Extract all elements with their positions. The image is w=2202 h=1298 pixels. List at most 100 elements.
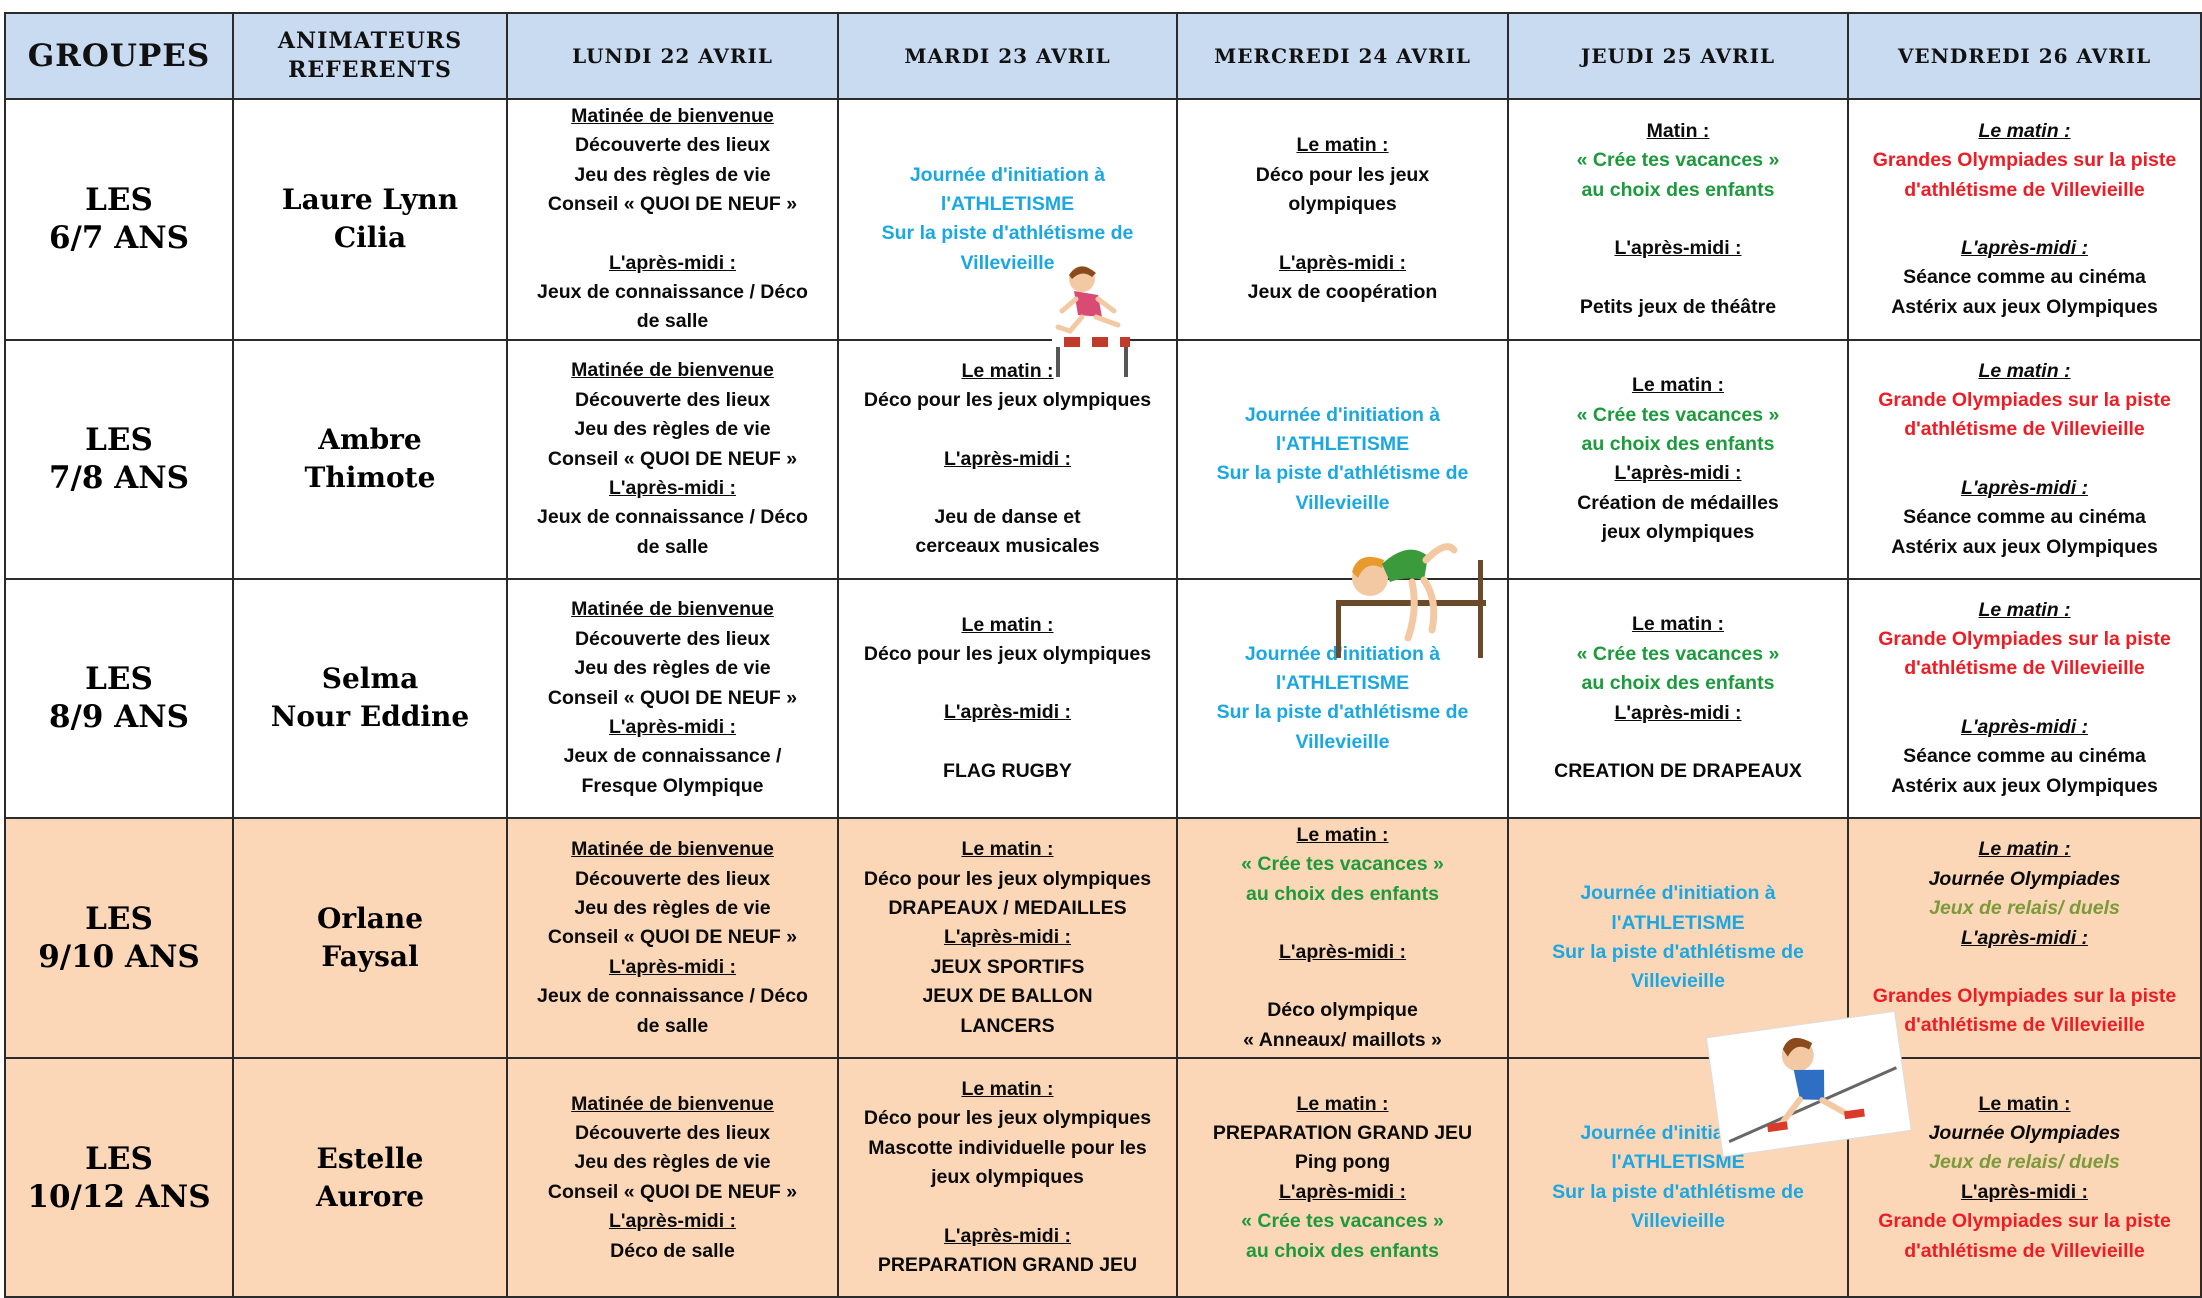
activity-line: [845, 416, 1170, 445]
activity-line: PREPARATION GRAND JEU: [1212, 1121, 1473, 1144]
animateur-name: Cilia: [333, 221, 407, 255]
activity-line: au choix des enfants: [1581, 178, 1775, 201]
activity-line: CREATION DE DRAPEAUX: [1554, 759, 1802, 782]
activity-line: au choix des enfants: [1581, 672, 1775, 695]
activity-line: JEUX SPORTIFS: [930, 955, 1085, 978]
group-label-line: 6/7 ANS: [48, 220, 190, 257]
activity-cell-jeudi: Le matin :« Crée tes vacances »au choix …: [1507, 577, 1849, 819]
group-label-line: LES: [85, 422, 153, 459]
activity-line: DRAPEAUX / MEDAILLES: [888, 896, 1127, 919]
activity-line: Journée Olympiades: [1928, 867, 2121, 890]
activity-line: cerceaux musicales: [915, 535, 1100, 558]
activity-line: [1184, 967, 1501, 996]
activity-line: jeux olympiques: [1601, 521, 1755, 544]
activity-line: Villevieille: [1295, 730, 1390, 753]
activity-line: l'ATHLETISME: [1611, 1151, 1745, 1174]
activity-line: Jeux de connaissance / Déco: [537, 985, 808, 1008]
activity-line: Le matin :: [1978, 598, 2071, 621]
activity-line: L'après-midi :: [608, 716, 737, 739]
activity-line: L'après-midi :: [1614, 701, 1742, 724]
activity-line: jeux olympiques: [931, 1166, 1084, 1189]
hurdler-girl-illustration: [1052, 266, 1130, 377]
header-day-vendredi: VENDREDI 26 AVRIL: [1847, 12, 2202, 100]
activity-line: L'après-midi :: [1278, 1180, 1407, 1203]
activity-line: Découverte des lieux: [574, 867, 771, 890]
activity-line: Déco pour les jeux olympiques: [863, 389, 1152, 412]
activity-line: L'après-midi :: [943, 1224, 1072, 1247]
activity-line: Grandes Olympiades sur la piste: [1872, 149, 2177, 172]
activity-line: Le matin :: [1978, 1092, 2071, 1115]
activity-line: d'athlétisme de Villevieille: [1904, 657, 2145, 680]
animateur-name: Thimote: [304, 461, 436, 495]
pole-vaulter-illustration: [1705, 1010, 1912, 1158]
activity-line: Déco pour les jeux olympiques: [863, 642, 1152, 665]
header-row: GROUPES ANIMATEURS REFERENTS LUNDI 22 AV…: [4, 12, 2202, 100]
activity-line: Jeux de connaissance /: [563, 745, 782, 768]
animateur-name: Aurore: [315, 1179, 425, 1213]
activity-line: Création de médailles: [1577, 491, 1779, 514]
activity-line: Jeux de connaissance / Déco: [537, 281, 808, 304]
group-label-line: 9/10 ANS: [38, 939, 200, 976]
activity-line: Journée d'initiation à: [909, 163, 1106, 186]
activity-cell-jeudi: Matin :« Crée tes vacances »au choix des…: [1507, 98, 1849, 341]
activity-line: Jeu des règles de vie: [574, 1151, 771, 1174]
activity-line: l'ATHLETISME: [1275, 671, 1410, 694]
activity-line: Jeux de coopération: [1247, 281, 1438, 304]
activity-line: Le matin :: [1978, 838, 2071, 861]
activity-line: Matinée de bienvenue: [571, 838, 774, 861]
activity-line: au choix des enfants: [1581, 432, 1775, 455]
activity-line: [845, 474, 1170, 503]
activity-line: LANCERS: [960, 1014, 1055, 1037]
activity-line: Petits jeux de théâtre: [1579, 295, 1777, 318]
activity-line: au choix des enfants: [1246, 1239, 1439, 1262]
activity-line: Le matin :: [1978, 359, 2071, 382]
activity-line: [845, 669, 1170, 698]
activity-line: Sur la piste d'athlétisme de: [1552, 941, 1804, 964]
activity-line: Déco pour les jeux olympiques: [863, 867, 1152, 890]
animateur-name: Nour Eddine: [270, 700, 470, 734]
activity-line: Conseil « QUOI DE NEUF »: [547, 686, 798, 709]
planning-table: GROUPES ANIMATEURS REFERENTS LUNDI 22 AV…: [4, 12, 2202, 1298]
activity-line: Le matin :: [1978, 119, 2071, 142]
activity-line: Matinée de bienvenue: [571, 598, 774, 621]
activity-line: de salle: [636, 535, 709, 558]
activity-line: [1515, 264, 1841, 293]
activity-line: Le matin :: [961, 838, 1054, 861]
activity-line: L'après-midi :: [943, 926, 1072, 949]
animateur-name: Selma: [321, 662, 419, 696]
activity-line: Grande Olympiades sur la piste: [1878, 1210, 2171, 1233]
activity-line: [1855, 445, 2194, 474]
activity-line: L'après-midi :: [1278, 251, 1407, 274]
activity-line: L'après-midi :: [1614, 462, 1742, 485]
group-label-line: LES: [85, 661, 153, 698]
activity-line: Découverte des lieux: [574, 627, 771, 650]
activity-line: L'après-midi :: [1960, 236, 2089, 259]
activity-line: [845, 1193, 1170, 1222]
activity-cell-vendredi: Le matin :Grande Olympiades sur la piste…: [1847, 338, 2202, 580]
group-label-line: LES: [85, 182, 153, 219]
activity-line: Jeu des règles de vie: [574, 163, 771, 186]
activity-line: L'après-midi :: [943, 447, 1072, 470]
activity-cell-vendredi: Le matin : Grandes Olympiades sur la pist…: [1847, 98, 2202, 341]
activity-line: Journée Olympiades: [1928, 1121, 2121, 1144]
activity-line: Jeu des règles de vie: [574, 418, 771, 441]
activity-line: Le matin :: [961, 613, 1054, 636]
activity-line: Villevieille: [1295, 491, 1390, 514]
